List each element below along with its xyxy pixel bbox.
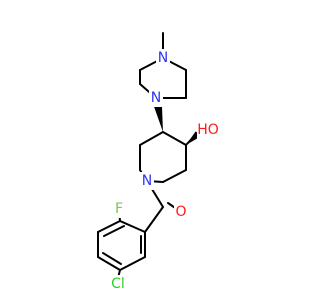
atom-carbonyl-o-background	[174, 203, 188, 221]
atom-fluorine: F	[113, 200, 125, 218]
molecule-structure: N N HO N O F C	[97, 32, 219, 293]
bond-pp-7	[139, 131, 164, 146]
bond-co-ring	[144, 206, 164, 233]
atom-oh-background	[197, 121, 219, 139]
atom-fluorine-background	[113, 200, 125, 218]
bond-bz-1	[119, 220, 146, 233]
atom-n-methyl: N	[156, 49, 170, 67]
atom-n-piperazine-background	[149, 89, 163, 107]
atom-n-piperazine: N	[149, 89, 163, 107]
atom-n-methyl-label: N	[158, 50, 168, 66]
bond-bz-4	[97, 256, 121, 271]
atom-n-methyl-background	[156, 49, 170, 67]
structure-canvas: N N HO N O F C	[97, 32, 219, 293]
atom-n-piperazine-label: N	[151, 90, 161, 106]
atom-carbonyl-o-label: O	[175, 204, 186, 220]
atom-n-piperidine-background	[140, 172, 154, 190]
atom-oh-label: HO	[197, 122, 219, 138]
atom-chlorine: Cl	[108, 275, 128, 293]
bonds-layer	[97, 32, 201, 279]
atom-oh: HO	[197, 121, 219, 139]
atom-chlorine-label: Cl	[111, 276, 125, 292]
bond-bz-double-2	[102, 252, 122, 265]
bond-bz-2	[97, 220, 121, 233]
atom-n-piperidine: N	[140, 172, 154, 190]
bond-wedge-oh	[186, 131, 201, 145]
atom-labels-layer: N N HO N O F C	[108, 49, 219, 293]
bond-pp-3	[162, 169, 187, 183]
bond-wedge-pz	[154, 105, 163, 132]
bond-pp-1	[162, 131, 187, 146]
atom-n-piperidine-label: N	[142, 173, 152, 189]
bond-bz-5	[119, 256, 146, 271]
bond-bz-double-1	[103, 225, 125, 237]
atom-carbonyl-o: O	[174, 203, 188, 221]
atom-fluorine-label: F	[115, 201, 123, 217]
atom-chlorine-background	[108, 275, 128, 293]
